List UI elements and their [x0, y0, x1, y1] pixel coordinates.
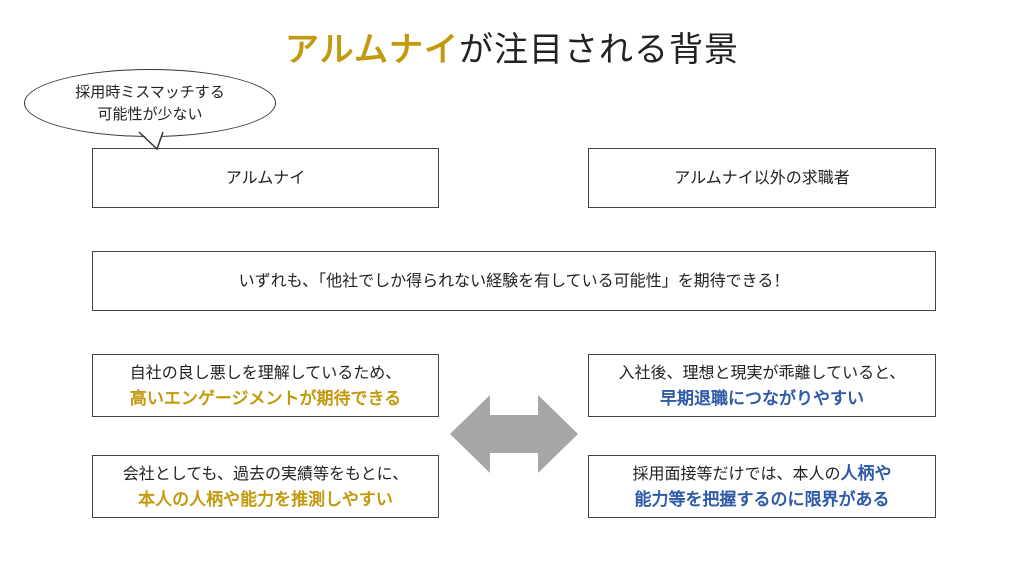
common-expectation-text: いずれも、「他社でしか得られない経験を有している可能性」を期待できる！	[238, 271, 790, 290]
alumni-merit-engagement-box: 自社の良し悪しを理解しているため、 高いエンゲージメントが期待できる	[92, 354, 439, 417]
alumni-label: アルムナイ	[225, 168, 306, 187]
other-job-seekers-label: アルムナイ以外の求職者	[674, 168, 850, 187]
alumni-merit-assessment-text: 会社としても、過去の実績等をもとに、	[122, 463, 409, 483]
speech-bubble-tail-icon	[137, 128, 165, 150]
alumni-merit-assessment-highlight: 本人の人柄や能力を推測しやすい	[138, 489, 393, 510]
other-risk-early-leave-box: 入社後、理想と現実が乖離していると、 早期退職につながりやすい	[588, 354, 936, 417]
other-risk-early-leave-text: 入社後、理想と現実が乖離していると、	[618, 362, 906, 382]
other-risk-interview-limit-text: 採用面接等だけでは、本人の	[632, 463, 841, 483]
alumni-box: アルムナイ	[92, 148, 439, 208]
other-risk-interview-limit-line-1: 採用面接等だけでは、本人の人柄や	[632, 461, 891, 487]
other-risk-interview-limit-box: 採用面接等だけでは、本人の人柄や 能力等を把握するのに限界がある	[588, 455, 936, 518]
title-accent: アルムナイ	[285, 30, 459, 70]
title-rest: が注目される背景	[458, 30, 739, 70]
other-job-seekers-box: アルムナイ以外の求職者	[588, 148, 936, 208]
other-risk-interview-limit-highlight-2: 能力等を把握するのに限界がある	[634, 489, 890, 510]
double-headed-arrow-icon	[450, 395, 578, 473]
alumni-merit-engagement-text: 自社の良し悪しを理解しているため、	[129, 362, 402, 382]
bubble-line-1: 採用時ミスマッチする	[75, 83, 225, 101]
other-risk-early-leave-highlight: 早期退職につながりやすい	[660, 388, 864, 409]
other-risk-interview-limit-highlight-1: 人柄や	[840, 463, 892, 484]
speech-bubble: 採用時ミスマッチする 可能性が少ない	[24, 69, 276, 137]
page-title: アルムナイが注目される背景	[0, 22, 1024, 71]
common-expectation-box: いずれも、「他社でしか得られない経験を有している可能性」を期待できる！	[92, 251, 936, 311]
alumni-merit-assessment-box: 会社としても、過去の実績等をもとに、 本人の人柄や能力を推測しやすい	[92, 455, 439, 518]
alumni-merit-engagement-highlight: 高いエンゲージメントが期待できる	[129, 388, 402, 409]
bubble-line-2: 可能性が少ない	[97, 105, 203, 123]
